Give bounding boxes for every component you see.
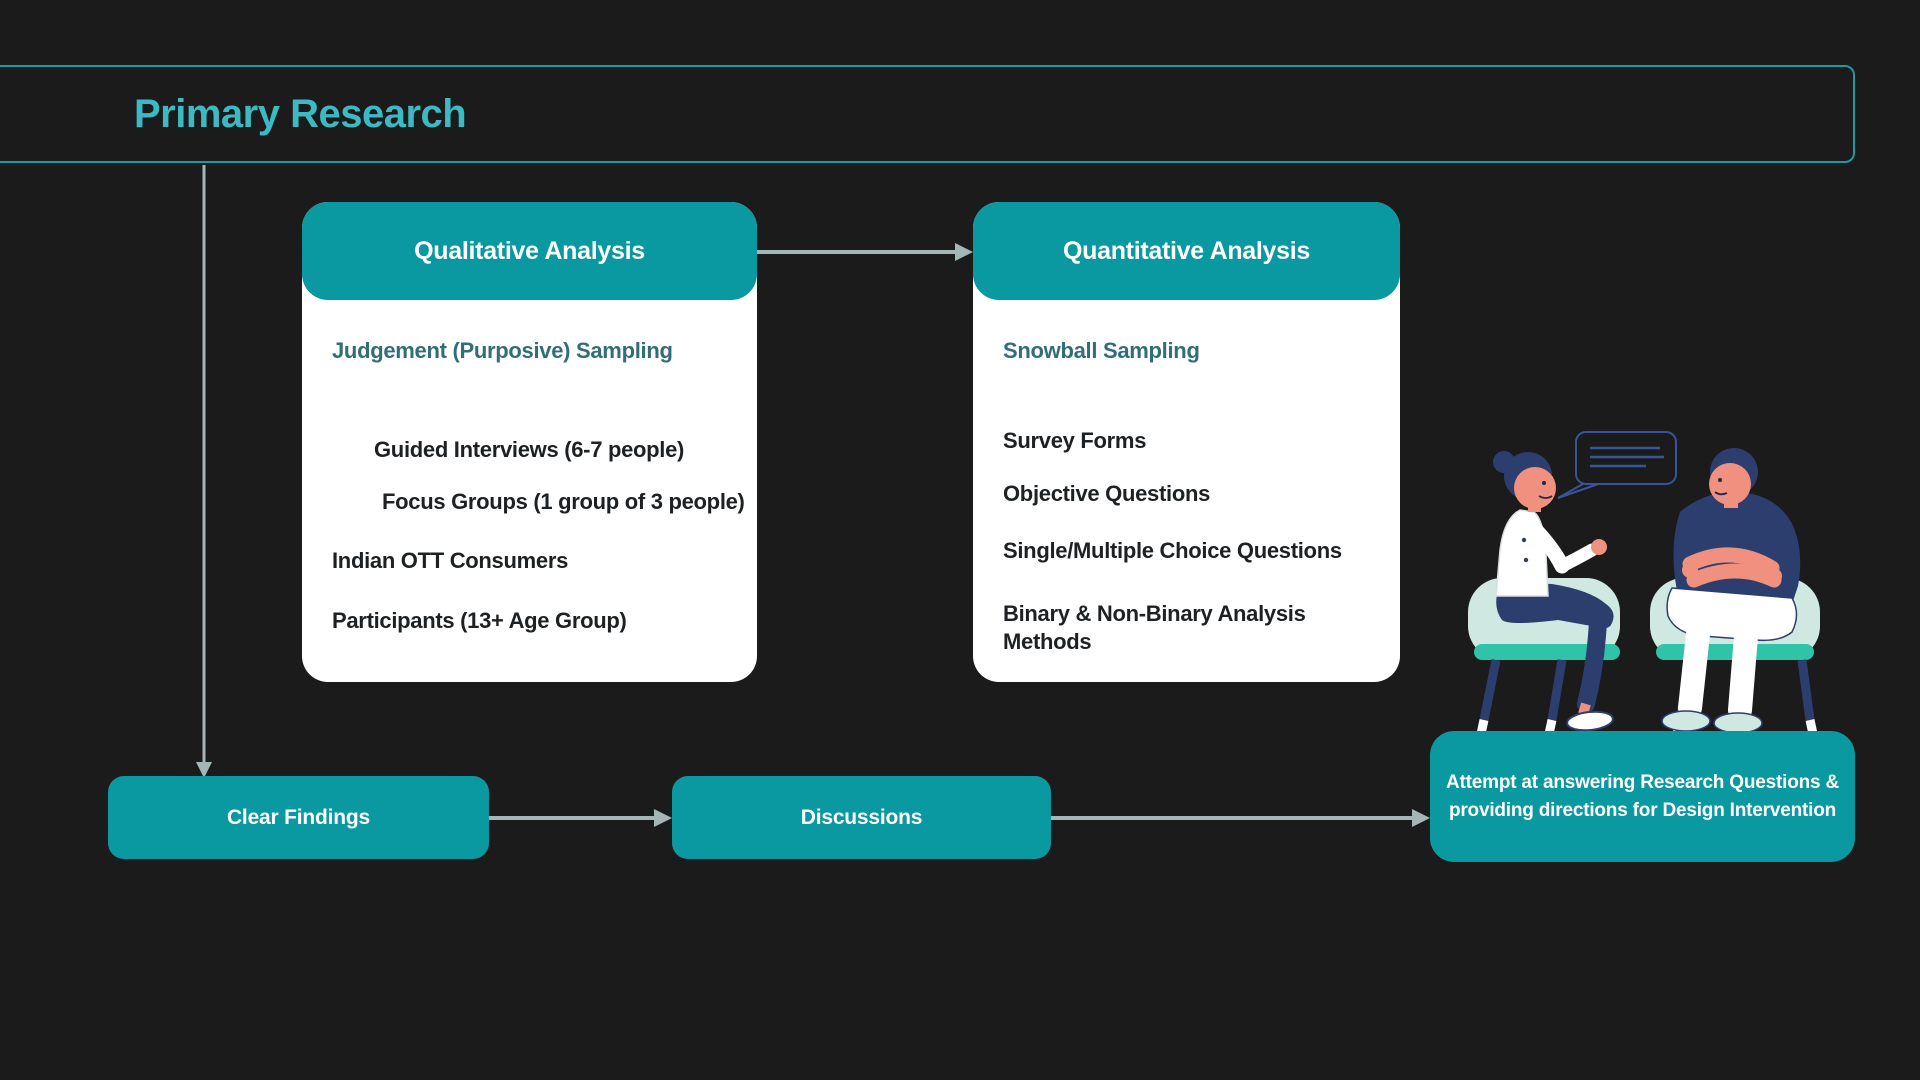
qualitative-card-title: Qualitative Analysis xyxy=(414,236,645,265)
list-item: Participants (13+ Age Group) xyxy=(332,608,627,633)
list-item: Single/Multiple Choice Questions xyxy=(1003,538,1342,563)
quantitative-sampling-label: Snowball Sampling xyxy=(1003,338,1200,363)
interview-illustration xyxy=(1468,431,1820,735)
list-item: Objective Questions xyxy=(1003,481,1211,506)
man-figure xyxy=(1661,448,1801,734)
outcome-box: Attempt at answering Research Questions … xyxy=(1430,731,1855,862)
list-item: Guided Interviews (6-7 people) xyxy=(374,437,685,462)
clear-findings-box: Clear Findings xyxy=(108,776,489,859)
page-title: Primary Research xyxy=(134,91,467,136)
qualitative-analysis-card: Qualitative Analysis Judgement (Purposiv… xyxy=(302,202,757,682)
list-item: Binary & Non-Binary Analysis Methods xyxy=(1003,601,1306,654)
quantitative-analysis-card: Quantitative Analysis Snowball Sampling … xyxy=(973,202,1400,682)
discussions-label: Discussions xyxy=(800,805,923,829)
discussions-box: Discussions xyxy=(672,776,1051,859)
qualitative-sampling-label: Judgement (Purposive) Sampling xyxy=(332,338,673,363)
list-item: Indian OTT Consumers xyxy=(332,548,569,573)
arrowhead-right-icon xyxy=(955,243,973,261)
quantitative-card-title: Quantitative Analysis xyxy=(1062,236,1311,265)
outcome-line-1: Attempt at answering Research Questions … xyxy=(1445,771,1839,793)
quantitative-card-header: Quantitative Analysis xyxy=(973,202,1400,300)
arrowhead-right-icon xyxy=(654,809,672,827)
speech-bubble-icon xyxy=(1557,431,1677,499)
title-bar: Primary Research xyxy=(0,65,1855,163)
list-item: Focus Groups (1 group of 3 people) xyxy=(382,489,745,514)
arrowhead-right-icon xyxy=(1412,809,1430,827)
outcome-line-2: providing directions for Design Interven… xyxy=(1448,799,1837,821)
list-item: Survey Forms xyxy=(1003,428,1147,453)
clear-findings-label: Clear Findings xyxy=(226,805,371,829)
qualitative-card-header: Qualitative Analysis xyxy=(302,202,757,300)
woman-figure xyxy=(1493,451,1614,732)
